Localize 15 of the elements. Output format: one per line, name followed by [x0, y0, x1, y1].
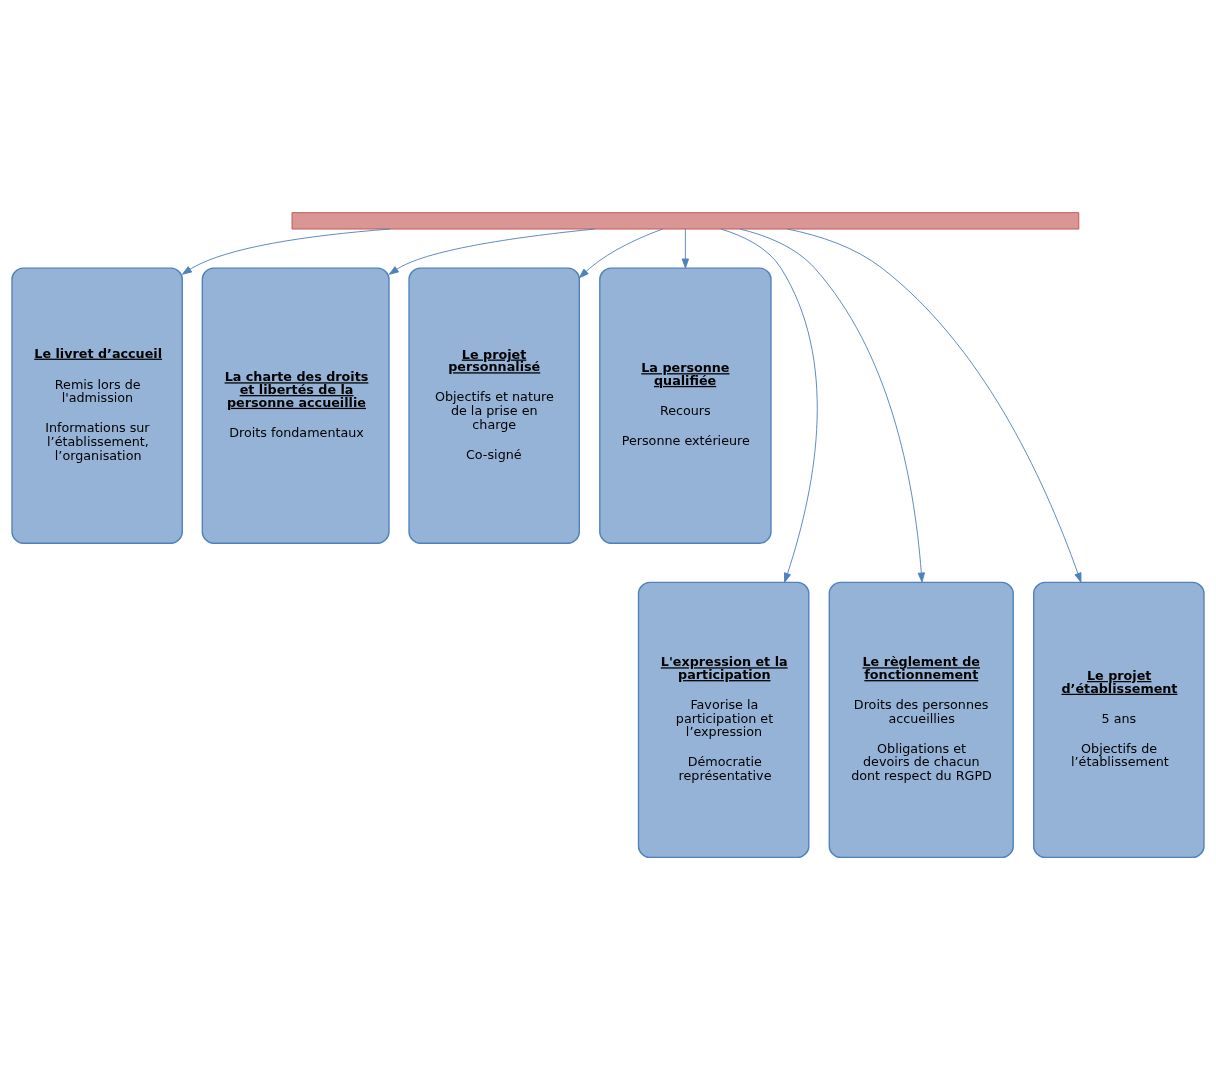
node-box: Le règlement de fonctionnement Droits des personnes accueillies Obligations et devoirs de chacun dont respect du RGPD: [828, 581, 1014, 859]
node-box: Le livret d’accueil Remis lors de l'admission Informations sur l’établissement, l’organisation: [11, 267, 183, 544]
node-box: Le projet personnalisé Objectifs et nature de la prise en charge Co-signé: [408, 267, 580, 544]
node-bar: [291, 212, 1080, 230]
node-box: La charte des droits et libertés de la personne accueillie Droits fondamentaux: [201, 267, 390, 544]
arrow: [786, 228, 1082, 583]
node-box: La personne qualifiée Recours Personne extérieure: [599, 267, 772, 544]
arrow: [388, 228, 595, 275]
arrow: [720, 228, 818, 583]
node-box: L'expression et la participation Favorise la participation et l’expression Démocratie représentative: [637, 581, 810, 859]
arrow: [681, 228, 690, 269]
arrow: [181, 228, 391, 275]
arrow: [739, 228, 925, 583]
node-box: Le projet d’établissement 5 ans Objectifs de l’établissement: [1033, 581, 1205, 859]
arrow: [578, 228, 664, 279]
